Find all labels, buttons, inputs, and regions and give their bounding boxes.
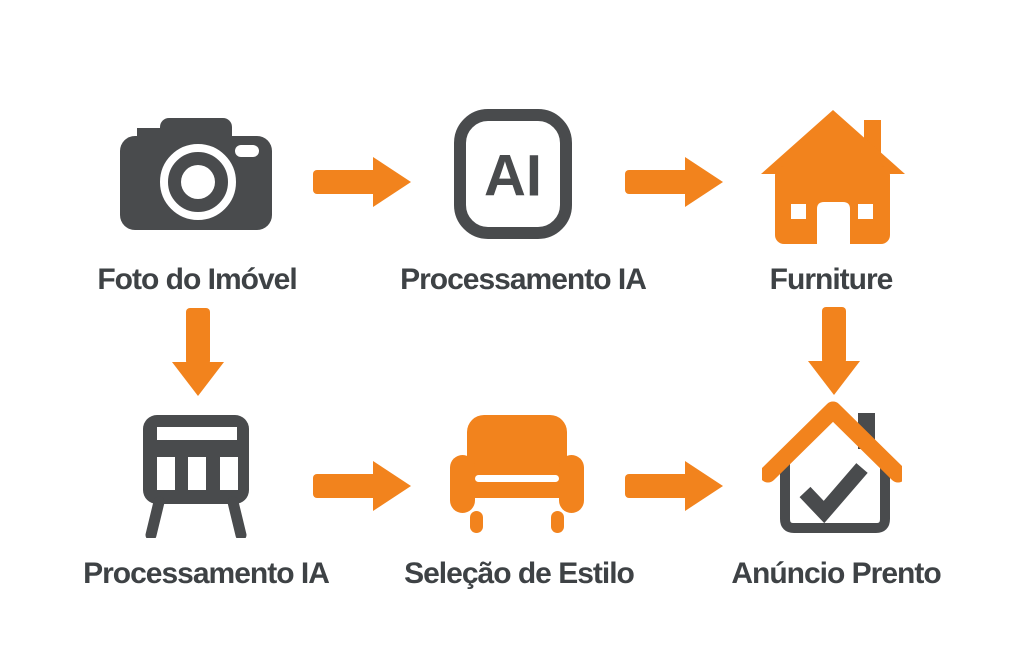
ai-chip-icon: AI [453,108,573,240]
step-label-anuncio-prento: Anúncio Prento [731,557,941,590]
arrow-down-icon [172,308,224,396]
step-label-processamento-ia-1: Processamento IA [400,263,647,296]
ai-chip-text: AI [484,144,542,209]
step-label-furniture: Furniture [769,263,894,296]
arrow-right-icon [313,461,411,511]
step-label-selecao-de-estilo: Seleção de Estilo [404,557,635,590]
step-label-processamento-ia-2: Processamento IA [83,557,330,590]
house-icon [761,110,905,244]
house-check-icon [762,400,902,540]
easel-board-icon [142,414,250,538]
arrow-right-icon [625,157,723,207]
step-label-foto-do-imovel: Foto do Imóvel [97,263,297,296]
arrow-right-icon [313,157,411,207]
armchair-icon [450,415,584,533]
arrow-right-icon [625,461,723,511]
camera-icon [120,118,272,230]
arrow-down-icon [808,307,860,395]
